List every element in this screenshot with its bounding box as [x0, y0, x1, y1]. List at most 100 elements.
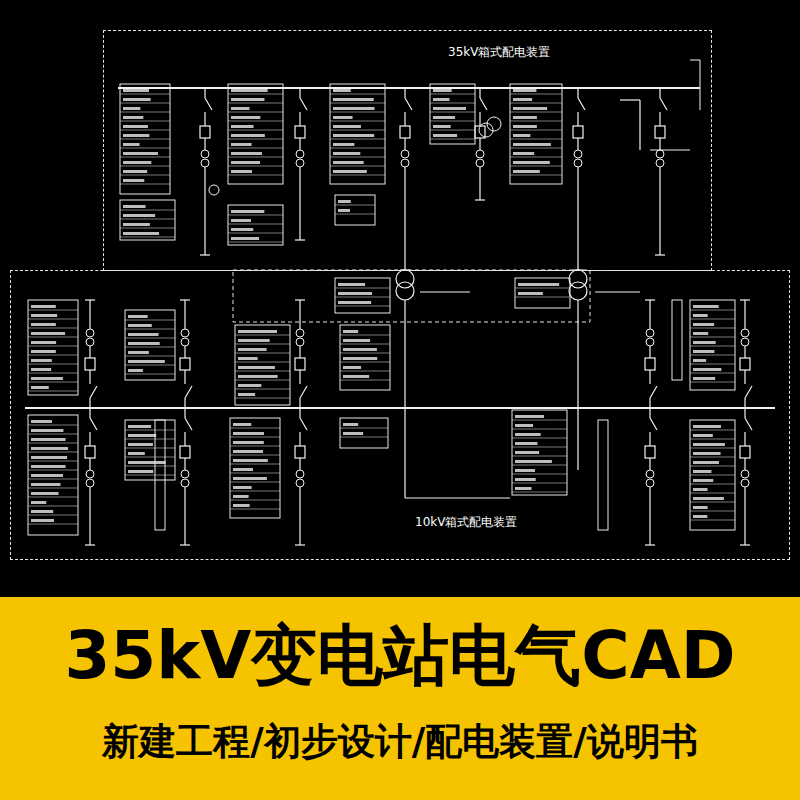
ct-symbol: [201, 159, 209, 167]
table-rule: [28, 470, 78, 471]
table-rule: [510, 139, 562, 140]
ct-symbol: [646, 479, 654, 487]
transformer-symbol: [396, 282, 414, 300]
table-rule: [228, 121, 283, 122]
wire-line: [649, 432, 650, 446]
table-text-mark: [433, 134, 457, 137]
table-rule: [125, 439, 175, 440]
table-text-mark: [433, 89, 452, 92]
table-rule: [28, 506, 78, 507]
table-rule: [28, 337, 78, 338]
wire-line: [184, 300, 185, 329]
table-text-mark: [231, 219, 251, 222]
wire-line: [89, 370, 90, 384]
table-text-mark: [693, 332, 708, 335]
table-rule: [690, 475, 735, 476]
table-text-mark: [515, 424, 533, 427]
table-text-mark: [513, 98, 532, 101]
table-rule: [690, 502, 735, 503]
equipment-table: [690, 420, 735, 530]
single-line-diagram: [0, 0, 800, 600]
terminal-mark: [180, 544, 190, 545]
table-rule: [228, 242, 283, 243]
table-rule: [430, 121, 475, 122]
table-text-mark: [123, 107, 140, 110]
table-rule: [690, 511, 735, 512]
table-text-mark: [31, 501, 46, 504]
table-text-mark: [31, 368, 51, 371]
table-text-mark: [233, 495, 249, 498]
table-text-mark: [693, 425, 721, 428]
wire-line: [299, 398, 300, 408]
table-text-mark: [231, 107, 249, 110]
table-rule: [512, 492, 567, 493]
wire-line: [299, 346, 300, 358]
wire-line: [204, 167, 205, 255]
table-text-mark: [231, 143, 252, 146]
table-text-mark: [233, 486, 252, 489]
table-text-mark: [31, 474, 63, 477]
ct-symbol: [181, 338, 189, 346]
table-text-mark: [693, 488, 708, 491]
table-text-mark: [233, 504, 250, 507]
wire-line: [649, 300, 650, 329]
ct-symbol: [86, 338, 94, 346]
terminal-mark: [180, 299, 190, 300]
wire-line: [204, 112, 205, 126]
ct-symbol: [741, 479, 749, 487]
ct-symbol: [646, 338, 654, 346]
table-text-mark: [31, 519, 54, 522]
table-text-mark: [231, 134, 265, 137]
wire-line: [89, 300, 90, 329]
wire-line: [89, 458, 90, 470]
table-text-mark: [31, 359, 52, 362]
table-text-mark: [693, 341, 716, 344]
table-rule: [690, 484, 735, 485]
ct-symbol: [296, 338, 304, 346]
table-rule: [512, 438, 567, 439]
table-text-mark: [333, 143, 354, 146]
table-text-mark: [693, 314, 708, 317]
table-text-mark: [238, 393, 255, 396]
wire-line: [639, 100, 640, 150]
equipment-table: [512, 410, 567, 495]
table-text-mark: [515, 460, 552, 463]
table-rule: [235, 389, 290, 390]
table-text-mark: [693, 452, 721, 455]
table-rule: [228, 94, 283, 95]
table-rule: [690, 355, 735, 356]
equipment-table: [28, 415, 78, 535]
table-text-mark: [123, 134, 149, 137]
table-text-mark: [693, 479, 713, 482]
table-rule: [228, 148, 283, 149]
table-text-mark: [513, 161, 550, 164]
table-rule: [28, 355, 78, 356]
table-rule: [228, 139, 283, 140]
table-rule: [330, 148, 385, 149]
ct-symbol: [476, 150, 484, 158]
ct-symbol: [741, 338, 749, 346]
table-rule: [28, 524, 78, 525]
bracket: [155, 420, 165, 530]
table-text-mark: [123, 125, 148, 128]
table-rule: [690, 493, 735, 494]
table-rule: [125, 374, 175, 375]
table-text-mark: [343, 423, 358, 426]
table-rule: [230, 491, 280, 492]
table-text-mark: [128, 425, 151, 428]
breaker-symbol: [645, 446, 655, 458]
wire-line: [404, 112, 405, 126]
table-rule: [340, 344, 390, 345]
table-rule: [120, 139, 170, 140]
table-text-mark: [233, 468, 253, 471]
table-rule: [28, 425, 78, 426]
table-text-mark: [693, 506, 708, 509]
wire-line: [649, 370, 650, 384]
wire-line: [479, 88, 480, 98]
table-text-mark: [31, 465, 66, 468]
breaker-symbol: [180, 358, 190, 370]
table-rule: [228, 215, 283, 216]
table-rule: [28, 373, 78, 374]
table-rule: [125, 466, 175, 467]
wire-line: [744, 346, 745, 358]
